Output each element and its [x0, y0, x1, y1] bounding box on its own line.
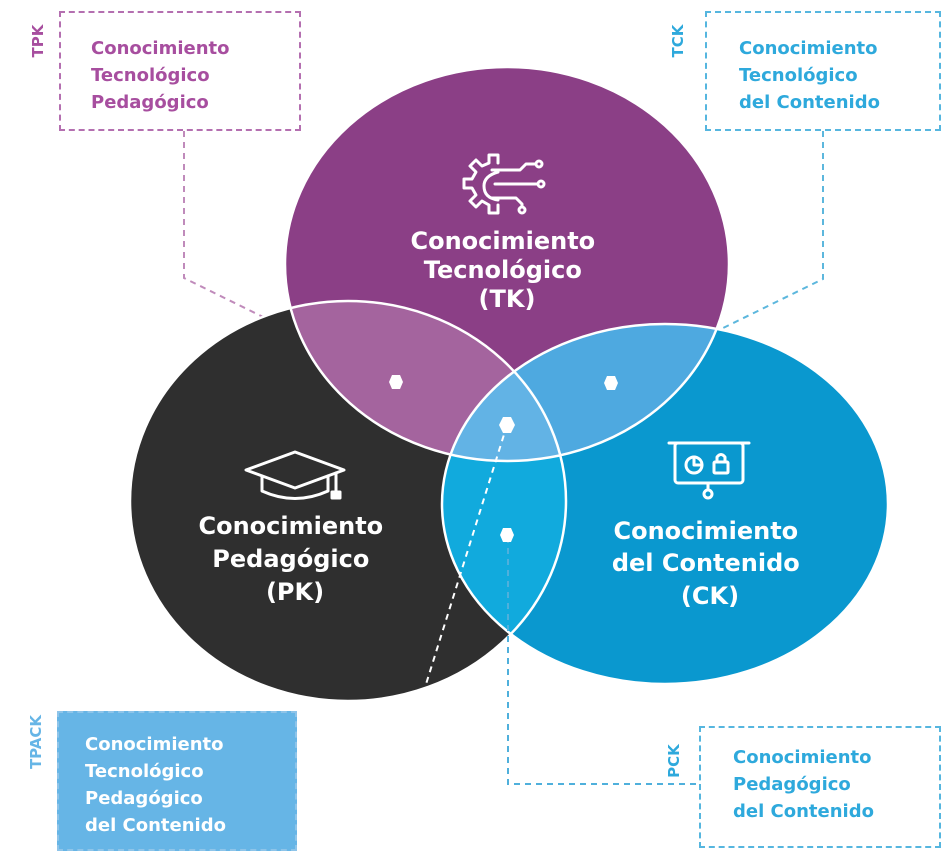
tpack-line: Pedagógico: [85, 788, 203, 809]
tpack-line: Tecnológico: [85, 761, 204, 782]
tpack-line: Conocimiento: [85, 734, 224, 755]
tpack-tag: TPACK: [27, 714, 45, 770]
tpk-marker: [389, 375, 403, 389]
tck-box: Conocimiento Tecnológico del Contenido: [705, 11, 941, 131]
tck-line: Conocimiento: [739, 38, 878, 59]
tpk-line: Tecnológico: [91, 65, 210, 86]
tpk-connector: [183, 131, 396, 383]
pck-box: Conocimiento Pedagógico del Contenido: [699, 726, 941, 848]
tpk-overlap: [285, 301, 566, 461]
tpk-line: Pedagógico: [91, 92, 209, 113]
pck-line: del Contenido: [733, 801, 874, 822]
gear-circuit-icon: [462, 153, 546, 215]
tpack-connector-front: [391, 424, 508, 794]
tpk-tag: TPK: [29, 24, 47, 58]
markers: [389, 375, 618, 542]
tck-overlap: [442, 324, 729, 461]
presentation-board-icon: [667, 441, 751, 500]
ck-label: Conocimiento del Contenido (CK): [612, 517, 808, 610]
tpk-line: Conocimiento: [91, 38, 230, 59]
circle-outlines: [128, 65, 890, 703]
graduation-cap-icon: [244, 450, 346, 500]
pck-line: Conocimiento: [733, 747, 872, 768]
tck-connector: [610, 131, 824, 384]
pk-label: Conocimiento Pedagógico (PK): [198, 512, 391, 606]
tpack-marker: [499, 417, 515, 433]
tck-tag: TCK: [669, 24, 687, 58]
tpack-line: del Contenido: [85, 815, 226, 836]
pck-line: Pedagógico: [733, 774, 851, 795]
tck-line: del Contenido: [739, 92, 880, 113]
tpk-box: Conocimiento Tecnológico Pedagógico: [59, 11, 301, 131]
pck-marker: [500, 528, 514, 542]
tck-marker: [604, 376, 618, 390]
tk-label: Conocimiento Tecnológico (TK): [410, 227, 603, 313]
tpack-box: Conocimiento Tecnológico Pedagógico del …: [57, 711, 297, 851]
tck-line: Tecnológico: [739, 65, 858, 86]
pck-tag: PCK: [665, 744, 683, 778]
